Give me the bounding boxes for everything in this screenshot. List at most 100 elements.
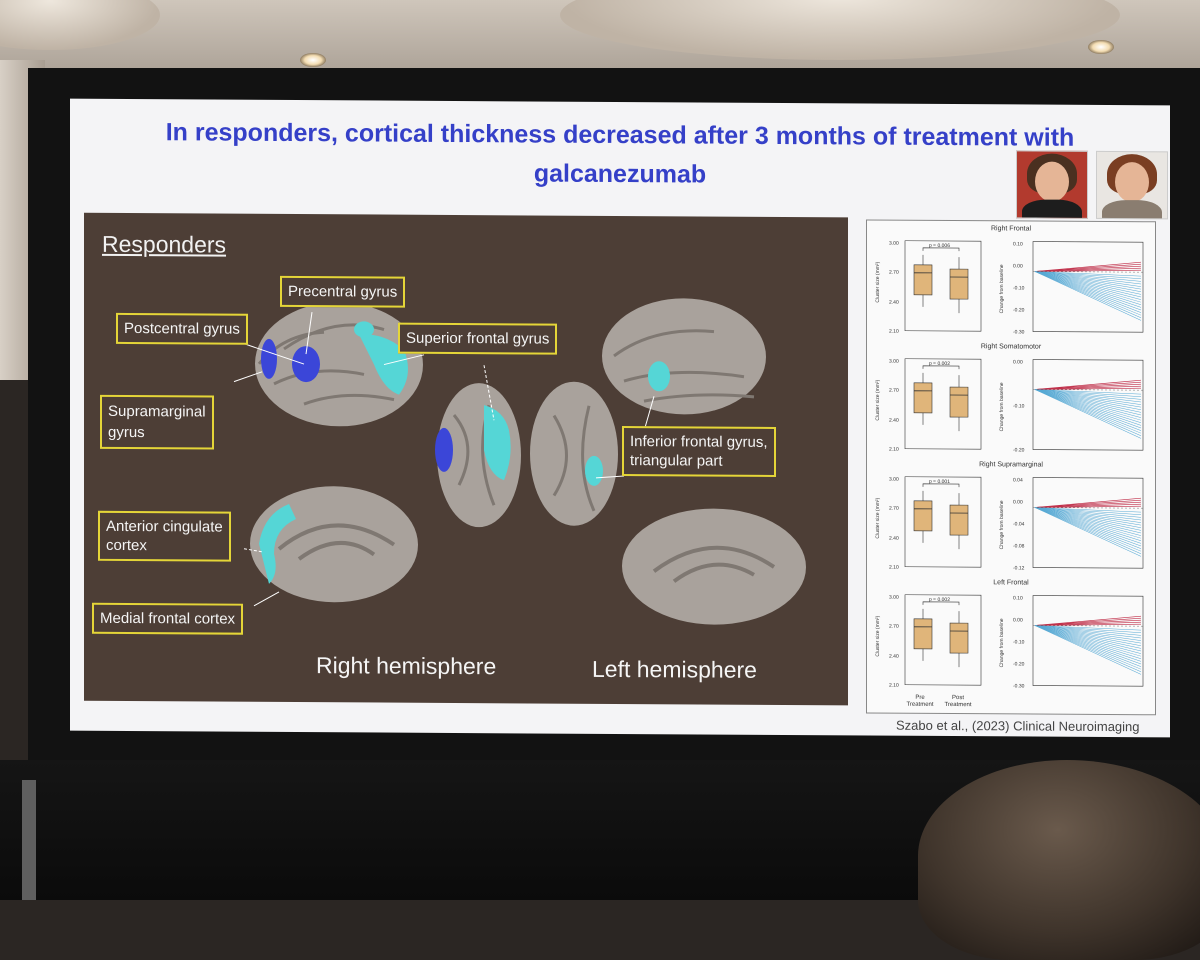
change-line-decrease xyxy=(1035,390,1141,410)
screen-stand-pole xyxy=(22,780,36,900)
boxplot-y-label: Cluster size (mm²) xyxy=(875,616,881,657)
x-label-pre: Pre Treatment xyxy=(905,695,935,709)
change-line-decrease xyxy=(1035,390,1141,426)
boxplot-tick-label: 3.00 xyxy=(889,595,899,601)
boxplot-tick-label: 3.00 xyxy=(889,241,899,247)
plot-graphics xyxy=(867,343,1155,463)
change-line-decrease xyxy=(1035,390,1141,436)
change-tick-label: 0.00 xyxy=(1013,617,1023,623)
change-line-decrease xyxy=(1035,508,1141,526)
p-value-label: p = 0.002 xyxy=(929,361,950,367)
label-medial-frontal-cortex: Medial frontal cortex xyxy=(92,603,243,635)
change-tick-label: 0.00 xyxy=(1013,359,1023,365)
x-label-post: Post Treatment xyxy=(943,695,973,709)
change-tick-label: -0.30 xyxy=(1013,329,1024,335)
label-postcentral-gyrus: Postcentral gyrus xyxy=(116,313,248,345)
label-precentral-gyrus: Precentral gyrus xyxy=(280,276,405,308)
boxplot-tick-label: 3.00 xyxy=(889,477,899,483)
boxplot-tick-label: 2.10 xyxy=(889,447,899,453)
change-line-decrease xyxy=(1035,272,1141,300)
brain-figure-panel: Responders Precentral gyrus Postcentral … xyxy=(84,213,848,706)
change-line-decrease xyxy=(1035,626,1141,654)
p-value-label: p = 0.001 xyxy=(929,479,950,485)
change-line-decrease xyxy=(1035,272,1141,303)
boxplot-tick-label: 2.70 xyxy=(889,624,899,630)
change-y-label: Change from baseline xyxy=(999,264,1005,313)
label-anterior-cingulate-cortex: Anterior cingulate cortex xyxy=(98,511,231,562)
boxplot-y-label: Cluster size (mm²) xyxy=(875,498,881,539)
change-line-decrease xyxy=(1035,626,1141,672)
change-y-label: Change from baseline xyxy=(999,618,1005,667)
change-y-label: Change from baseline xyxy=(999,382,1005,431)
boxplot-tick-label: 2.40 xyxy=(889,653,899,659)
plot-graphics xyxy=(867,225,1155,345)
change-tick-label: -0.30 xyxy=(1013,683,1024,689)
change-line-decrease xyxy=(1035,508,1141,539)
change-tick-label: 0.10 xyxy=(1013,241,1023,247)
slide-title-line-1: In responders, cortical thickness decrea… xyxy=(90,113,1150,158)
boxplot-tick-label: 2.40 xyxy=(889,535,899,541)
change-line-decrease xyxy=(1035,272,1141,308)
boxplot-tick-label: 2.40 xyxy=(889,299,899,305)
change-line-decrease xyxy=(1035,508,1141,536)
ceiling-light-left xyxy=(300,53,326,67)
right-hemisphere-label: Right hemisphere xyxy=(316,652,496,680)
label-inferior-frontal-gyrus: Inferior frontal gyrus, triangular part xyxy=(622,426,776,477)
author-photo-male xyxy=(1016,150,1088,218)
audience-head xyxy=(918,760,1200,960)
change-tick-label: -0.10 xyxy=(1013,639,1024,645)
boxplot-y-label: Cluster size (mm²) xyxy=(875,262,881,303)
change-tick-label: -0.10 xyxy=(1013,285,1024,291)
boxplot-tick-label: 2.10 xyxy=(889,683,899,689)
change-tick-label: 0.10 xyxy=(1013,595,1023,601)
presentation-slide: In responders, cortical thickness decrea… xyxy=(70,99,1170,738)
label-superior-frontal-gyrus: Superior frontal gyrus xyxy=(398,323,557,355)
change-line-decrease xyxy=(1035,626,1141,646)
change-tick-label: -0.08 xyxy=(1013,543,1024,549)
boxplot-pre xyxy=(914,619,932,649)
brain-dorsal-left xyxy=(530,381,618,526)
change-line-decrease xyxy=(1035,390,1141,408)
boxplot-post xyxy=(950,623,968,653)
change-tick-label: -0.12 xyxy=(1013,565,1024,571)
plot-graphics xyxy=(867,579,1155,699)
boxplot-tick-label: 3.00 xyxy=(889,359,899,365)
p-value-label: p = 0.006 xyxy=(929,243,950,249)
p-value-label: p = 0.002 xyxy=(929,597,950,603)
change-line-decrease xyxy=(1035,272,1141,292)
boxplot-tick-label: 2.70 xyxy=(889,506,899,512)
boxplot-tick-label: 2.40 xyxy=(889,417,899,423)
label-supramarginal-gyrus: Supramarginal gyrus xyxy=(100,395,214,450)
change-tick-label: 0.00 xyxy=(1013,263,1023,269)
boxplot-post xyxy=(950,387,968,417)
change-tick-label: -0.20 xyxy=(1013,447,1024,453)
left-hemisphere-label: Left hemisphere xyxy=(592,656,757,684)
boxplot-tick-label: 2.70 xyxy=(889,270,899,276)
change-line-decrease xyxy=(1035,508,1141,554)
change-line-decrease xyxy=(1035,626,1141,644)
boxplot-tick-label: 2.70 xyxy=(889,388,899,394)
change-line-decrease xyxy=(1035,272,1141,290)
change-line-decrease xyxy=(1035,508,1141,528)
change-tick-label: 0.00 xyxy=(1013,499,1023,505)
slide-title: In responders, cortical thickness decrea… xyxy=(90,113,1150,197)
boxplot-tick-label: 2.10 xyxy=(889,565,899,571)
boxplot-y-label: Cluster size (mm²) xyxy=(875,380,881,421)
change-tick-label: -0.20 xyxy=(1013,307,1024,313)
change-tick-label: -0.10 xyxy=(1013,403,1024,409)
boxplot-post xyxy=(950,505,968,535)
responders-heading: Responders xyxy=(102,231,226,259)
boxplot-pre xyxy=(914,501,932,531)
boxplot-pre xyxy=(914,265,932,295)
boxplot-post xyxy=(950,269,968,299)
change-line-decrease xyxy=(1035,626,1141,662)
change-tick-label: -0.04 xyxy=(1013,521,1024,527)
change-line-decrease xyxy=(1035,272,1141,318)
boxplot-pre xyxy=(914,383,932,413)
change-tick-label: 0.04 xyxy=(1013,477,1023,483)
